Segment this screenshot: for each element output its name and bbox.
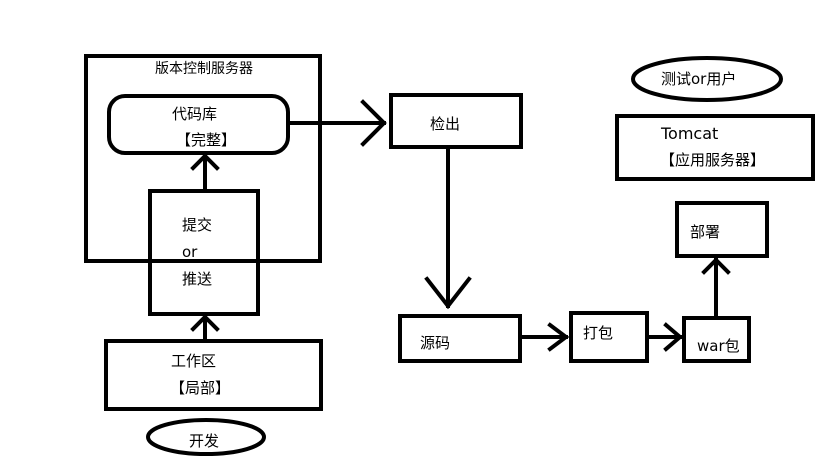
arrow-package-to-war-head [663, 322, 684, 352]
arrow-repo-to-checkout-head [360, 99, 387, 147]
package-label: 打包 [583, 324, 614, 342]
workspace-label: 工作区 [171, 352, 217, 370]
tomcat-sublabel: 【应用服务器】 [660, 151, 766, 169]
users-label: 测试or用户 [661, 70, 737, 88]
deploy-label: 部署 [690, 223, 721, 241]
war-label: war包 [697, 337, 740, 355]
push-label: 推送 [182, 270, 213, 288]
arrow-war-to-deploy-head [701, 257, 731, 275]
repo-sublabel: 【完整】 [176, 131, 237, 149]
vcs-server-box [84, 54, 322, 263]
tomcat-label: Tomcat [661, 124, 719, 143]
checkout-label: 检出 [430, 115, 461, 133]
commit-label: 提交 [182, 216, 213, 234]
users-ellipse [631, 56, 783, 102]
dev-ellipse [146, 418, 266, 456]
deploy-box [675, 201, 769, 258]
source-box [398, 314, 522, 363]
arrow-checkout-to-source-head [424, 276, 472, 310]
checkout-box [389, 93, 523, 149]
workspace-sublabel: 【局部】 [170, 379, 231, 397]
vcs-server-label: 版本控制服务器 [155, 61, 253, 77]
tomcat-box [615, 114, 815, 181]
source-label: 源码 [420, 334, 451, 352]
dev-label: 开发 [189, 432, 220, 450]
commit-or-label: or [182, 243, 198, 261]
repo-label: 代码库 [172, 105, 218, 123]
arrow-commit-to-repo-head [190, 153, 220, 171]
arrow-workspace-to-commit-head [190, 314, 220, 332]
workspace-box [104, 339, 323, 411]
arrow-source-to-package-head [547, 322, 570, 352]
commit-box [148, 189, 260, 316]
